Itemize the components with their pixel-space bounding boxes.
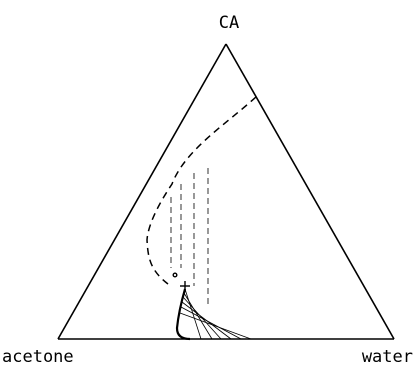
solid-tie-line [180, 306, 242, 340]
side-ca-water [225, 43, 395, 340]
solid-tie-line [179, 312, 252, 340]
triangle-frame [57, 43, 395, 340]
vertex-label-acetone: acetone [2, 347, 74, 367]
solid-tie-line [184, 288, 202, 340]
vertex-label-ca: CA [219, 13, 239, 33]
solid-phase-boundary [175, 288, 191, 341]
composition-cross [180, 281, 190, 291]
dashed-tie-lines [170, 168, 209, 307]
composition-dot [172, 272, 178, 278]
binodal-curve [146, 96, 257, 285]
side-acetone-ca [57, 43, 227, 340]
solid-tie-lines [179, 288, 252, 340]
vertex-label-water: water [362, 347, 413, 367]
